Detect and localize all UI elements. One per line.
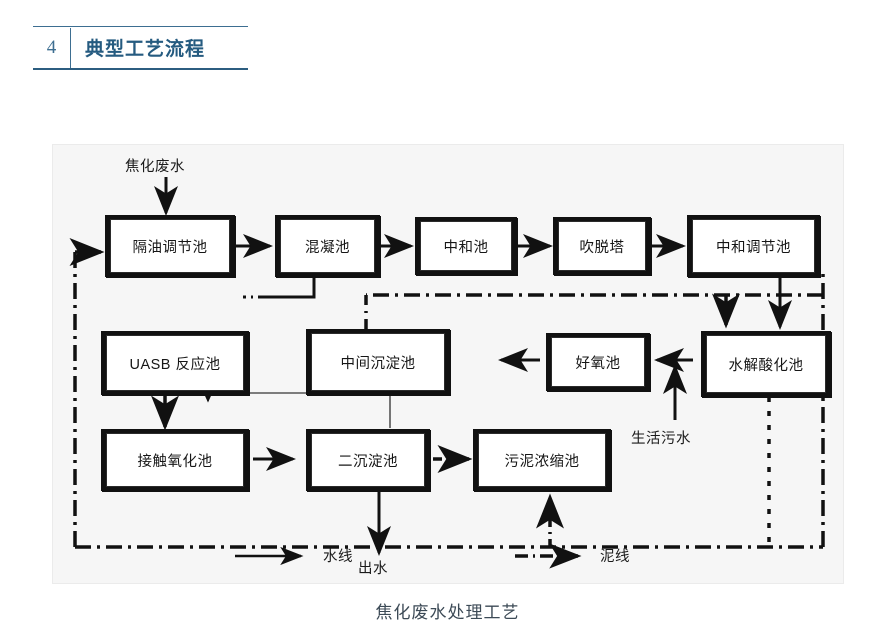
node-label: 二沉淀池 xyxy=(311,433,425,487)
node-contact-oxidation-tank[interactable]: 接触氧化池 xyxy=(101,429,249,491)
node-label: 水解酸化池 xyxy=(706,335,826,393)
legend-sludge-line: 泥线 xyxy=(584,545,630,566)
node-hydrolysis-acid-tank[interactable]: 水解酸化池 xyxy=(701,331,831,397)
node-label: 中和调节池 xyxy=(692,219,815,273)
outlet-label: 出水 xyxy=(358,561,388,577)
process-flow-diagram: 隔油调节池 混凝池 中和池 吹脱塔 中和调节池 UASB 反应池 中间沉淀池 好… xyxy=(52,144,844,584)
node-label: 中和池 xyxy=(420,221,512,271)
section-header: 4 典型工艺流程 xyxy=(33,26,248,70)
inlet-label: 焦化废水 xyxy=(125,159,185,175)
node-neutral-regulate-tank[interactable]: 中和调节池 xyxy=(687,215,820,277)
node-oil-separation-tank[interactable]: 隔油调节池 xyxy=(105,215,235,277)
legend-water-line-label: 水线 xyxy=(323,549,353,565)
node-secondary-settler[interactable]: 二沉淀池 xyxy=(306,429,430,491)
node-stripping-tower[interactable]: 吹脱塔 xyxy=(553,217,651,275)
node-aerobic-tank[interactable]: 好氧池 xyxy=(546,333,650,391)
node-neutralization-tank[interactable]: 中和池 xyxy=(415,217,517,275)
node-label: 中间沉淀池 xyxy=(311,333,445,391)
node-coagulation-tank[interactable]: 混凝池 xyxy=(275,215,380,277)
node-sludge-thickener[interactable]: 污泥浓缩池 xyxy=(473,429,611,491)
node-label: 污泥浓缩池 xyxy=(478,433,606,487)
node-label: 吹脱塔 xyxy=(558,221,646,271)
node-label: 混凝池 xyxy=(280,219,375,273)
connector-layer xyxy=(69,177,825,569)
legend-sludge-line-label: 泥线 xyxy=(600,549,630,565)
figure-caption: 焦化废水处理工艺 xyxy=(375,603,520,622)
node-label: 隔油调节池 xyxy=(110,219,230,273)
page-title: 典型工艺流程 xyxy=(85,39,206,60)
node-label: UASB 反应池 xyxy=(106,335,244,391)
section-number: 4 xyxy=(33,27,71,68)
node-intermediate-settler[interactable]: 中间沉淀池 xyxy=(306,329,450,395)
node-label: 接触氧化池 xyxy=(106,433,244,487)
node-uasb-reactor[interactable]: UASB 反应池 xyxy=(101,331,249,395)
domestic-sewage-label: 生活污水 xyxy=(631,431,691,447)
node-label: 好氧池 xyxy=(551,337,645,387)
legend-water-line: 水线 xyxy=(307,545,353,566)
